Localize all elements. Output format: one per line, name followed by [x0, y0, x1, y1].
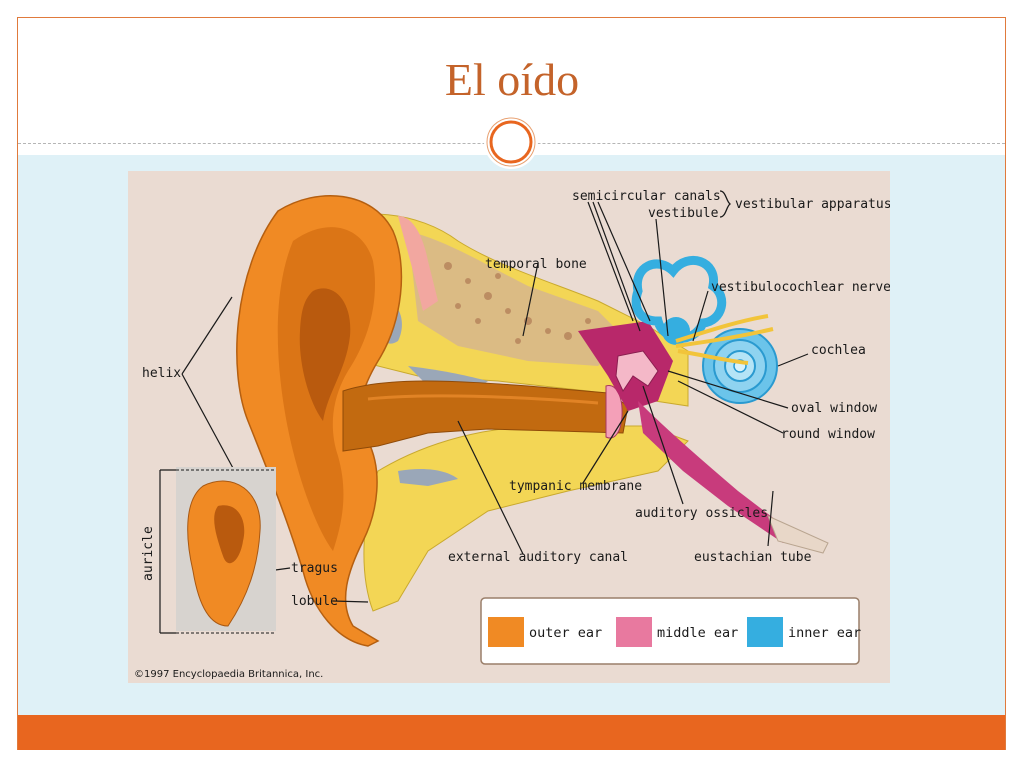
auricle-inset	[159, 467, 276, 634]
label-eustachian-tube: eustachian tube	[694, 550, 812, 565]
label-cochlea: cochlea	[811, 343, 866, 358]
canal-lining	[367, 394, 599, 405]
temporal-bone-texture	[408, 231, 628, 366]
legend-label-middle-ear: middle ear	[657, 625, 738, 641]
label-semicircular-canals: semicircular canals	[572, 189, 721, 204]
external-auditory-canal	[342, 380, 629, 452]
legend: outer ear middle ear inner ear	[480, 597, 861, 665]
bottom-accent-bar	[18, 715, 1005, 750]
legend-swatch-outer-ear	[488, 617, 524, 647]
label-oval-window: oval window	[791, 401, 877, 416]
ear-anatomy-figure: helix auricle tragus lobule temporal bon…	[128, 171, 890, 683]
copyright-notice: ©1997 Encyclopaedia Britannica, Inc.	[134, 669, 323, 680]
label-round-window: round window	[781, 427, 875, 442]
legend-label-inner-ear: inner ear	[788, 625, 861, 641]
legend-swatch-middle-ear	[616, 617, 652, 647]
semicircular-canals	[631, 255, 727, 343]
label-tragus: tragus	[291, 561, 338, 576]
label-helix: helix	[142, 366, 181, 381]
label-temporal-bone: temporal bone	[485, 257, 587, 272]
label-auricle: auricle	[141, 526, 156, 581]
eustachian-tube	[638, 401, 793, 543]
auditory-ossicles	[615, 350, 659, 393]
label-vestibulocochlear-nerve: vestibulocochlear nerve	[711, 280, 890, 295]
label-external-auditory-canal: external auditory canal	[448, 550, 628, 565]
legend-label-outer-ear: outer ear	[529, 625, 602, 641]
label-auditory-ossicles: auditory ossicles	[635, 506, 768, 521]
circle-ornament-icon	[484, 115, 538, 169]
label-lobule: lobule	[291, 594, 338, 609]
label-vestibule: vestibule	[648, 206, 719, 221]
cochlea	[702, 328, 778, 404]
tympanic-membrane	[605, 385, 623, 439]
label-tympanic-membrane: tympanic membrane	[509, 479, 642, 494]
label-vestibular-apparatus: vestibular apparatus	[735, 197, 890, 212]
legend-swatch-inner-ear	[747, 617, 783, 647]
concha	[299, 288, 351, 421]
vestibulocochlear-nerve	[675, 314, 774, 365]
eustachian-tube-end	[767, 515, 829, 554]
pink-tissue	[398, 216, 438, 311]
blue-grey-patch-3	[398, 468, 458, 486]
slide-title: El oído	[444, 54, 580, 105]
